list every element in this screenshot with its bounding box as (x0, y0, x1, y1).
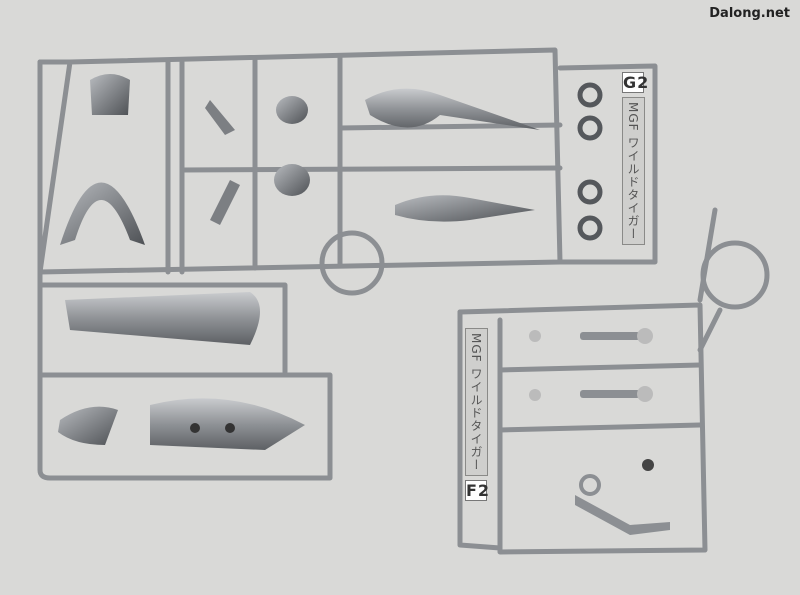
sprue-letter-f: F2 (465, 480, 491, 502)
part-ring-small-2 (274, 164, 310, 196)
part-rings-column (577, 82, 603, 241)
runner-ring-right (700, 240, 770, 310)
part-drill (395, 195, 535, 222)
sprue-product-name-f: MGF ワイルドタイガー (465, 328, 488, 477)
part-shield (90, 74, 130, 115)
watermark-text: Dalong.net (709, 6, 790, 21)
part-long-plate (65, 292, 260, 345)
part-ring-small-1 (276, 96, 308, 124)
sprue-label-f: MGF ワイルドタイガー F2 (465, 328, 491, 543)
runner-ring-left (319, 230, 385, 296)
part-hull-hole-1 (190, 423, 200, 433)
part-small-pieces-right (529, 328, 670, 535)
part-link-1 (205, 100, 235, 135)
sprue-frame-left (37, 47, 658, 481)
part-blade (365, 88, 540, 130)
sprue-letter-g: G2 (622, 72, 650, 93)
sprue-product-name-g: MGF ワイルドタイガー (622, 97, 645, 246)
part-arch (60, 182, 145, 245)
sprue-label-g: G2 MGF ワイルドタイガー (622, 72, 650, 262)
part-link-2 (210, 180, 240, 225)
part-hull-hole-2 (225, 423, 235, 433)
part-small-wing (58, 406, 118, 445)
